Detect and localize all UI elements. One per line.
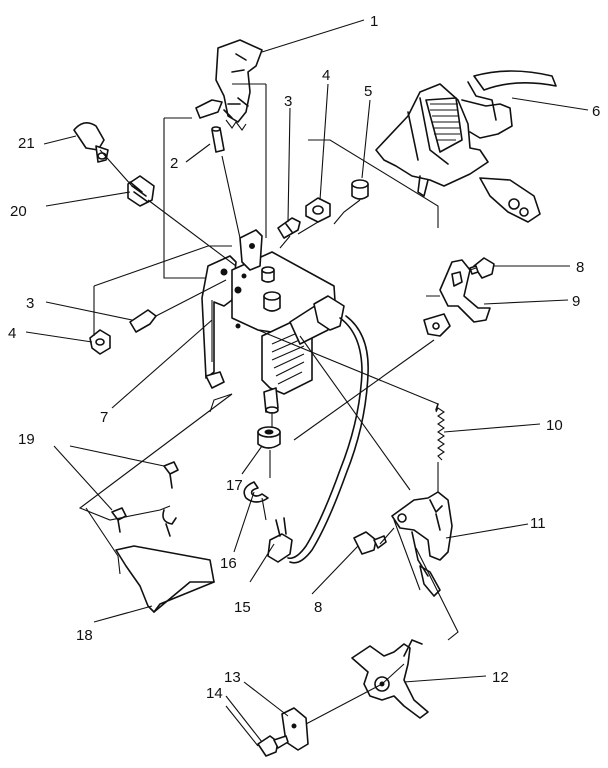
callout-16: 16 — [220, 555, 237, 572]
callout-4-lower: 4 — [8, 325, 16, 342]
callout-12: 12 — [492, 669, 509, 686]
part-17-bushing — [257, 426, 281, 449]
part-15-terminal — [267, 517, 293, 563]
callout-6: 6 — [592, 103, 600, 120]
assembly-guide-lines — [78, 83, 477, 747]
part-4-nut-upper — [305, 197, 331, 223]
callout-9: 9 — [572, 293, 580, 310]
part-3-plunger-pin-upper — [277, 217, 301, 239]
part-8-screw-upper — [469, 257, 495, 279]
part-19-screws — [111, 461, 179, 533]
callout-20: 20 — [10, 203, 27, 220]
callout-21: 21 — [18, 135, 35, 152]
part-8-screw-lower — [353, 531, 387, 555]
callout-18: 18 — [76, 627, 93, 644]
part-6-release-lever — [375, 70, 557, 223]
callout-3-upper: 3 — [284, 93, 292, 110]
part-16-e-clip — [243, 481, 269, 503]
part-11-latch — [391, 491, 453, 597]
part-18-base-bracket — [115, 509, 215, 613]
callout-5: 5 — [364, 83, 372, 100]
callout-3-lower: 3 — [26, 295, 34, 312]
leader-lines — [25, 19, 589, 743]
part-5-bushing — [351, 179, 369, 200]
callout-13: 13 — [224, 669, 241, 686]
callout-8-lower: 8 — [314, 599, 322, 616]
part-3-pin-lower — [129, 309, 157, 333]
part-2-pin — [211, 126, 225, 153]
part-9-latch-bracket — [423, 259, 491, 337]
callout-7: 7 — [100, 409, 108, 426]
part-4-nut-lower — [89, 329, 111, 355]
callout-11: 11 — [530, 515, 546, 532]
lead-wires — [287, 315, 369, 564]
callout-4-upper: 4 — [322, 67, 330, 84]
part-12-lever — [351, 639, 429, 719]
callout-2: 2 — [170, 155, 178, 172]
callout-14: 14 — [206, 685, 223, 702]
callout-19: 19 — [18, 431, 35, 448]
callout-8-upper: 8 — [576, 259, 584, 276]
part-21-cap — [73, 122, 109, 163]
part-1-trigger-lever — [195, 39, 263, 131]
part-20-spring-nut — [127, 175, 155, 207]
part-14-screw — [257, 735, 289, 757]
callout-labels: 1 2 3 3 4 4 5 6 7 8 8 9 10 11 12 13 14 1… — [8, 13, 600, 702]
callout-10: 10 — [546, 417, 563, 434]
callout-15: 15 — [234, 599, 251, 616]
callout-17: 17 — [226, 477, 243, 494]
callout-1: 1 — [370, 13, 378, 30]
part-10-spring — [435, 403, 445, 461]
